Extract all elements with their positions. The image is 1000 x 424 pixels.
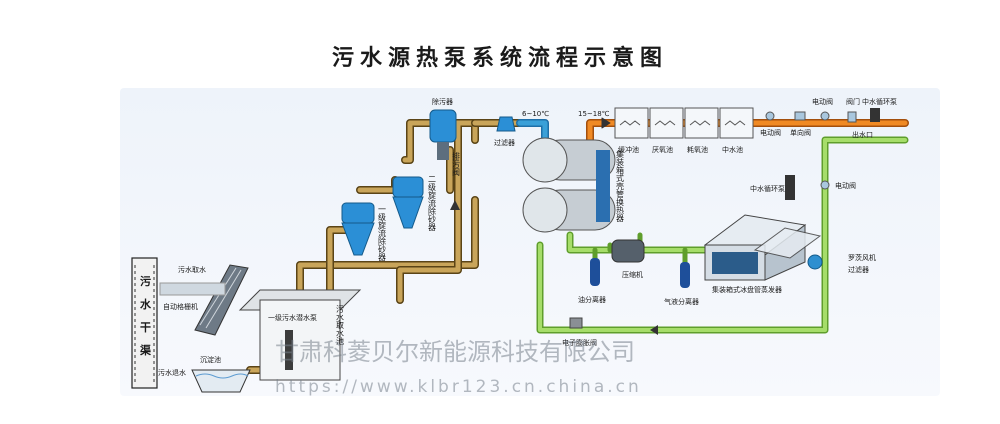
temp-out-label: 15~18℃	[578, 110, 610, 118]
diagram-title: 污水源热泵系统流程示意图	[331, 46, 668, 71]
expansion-valve-icon	[569, 317, 583, 329]
pit-label: 污水取水池	[336, 304, 345, 345]
evaporator-label: 集装箱式冰盘管蒸发器	[712, 285, 782, 294]
water-pipe-in	[516, 119, 549, 144]
channel-char-2: 水	[140, 297, 152, 311]
aerobic-tank-label: 耗氧池	[687, 145, 708, 154]
electric-valve-side-label: 电动阀	[835, 181, 856, 190]
auto-grille-label: 自动格栅机	[163, 302, 198, 311]
gate-valve-icon	[847, 111, 857, 123]
sewage-channel: 污 水 干 渠	[131, 257, 158, 389]
auto-grille-machine	[159, 264, 249, 336]
electric-valve-icon	[765, 111, 775, 121]
shell-tube-heat-exchanger	[522, 137, 616, 233]
gas-liquid-sep-label: 气液分离器	[664, 297, 699, 306]
roots-fan-label: 罗茨风机	[848, 253, 876, 262]
cyclone-separator-1	[341, 202, 375, 256]
sewage-intake-label: 污水取水	[178, 265, 206, 274]
settling-tank-label: 沉淀池	[200, 355, 221, 364]
treatment-tanks	[614, 107, 754, 139]
electric-valve-top-icon	[820, 111, 830, 121]
filter-1	[496, 116, 516, 132]
electric-valve-top-label: 电动阀	[812, 97, 833, 106]
company-watermark: 甘肃科菱贝尔新能源科技有限公司	[275, 338, 635, 366]
heat-exchanger-label: 集装箱式壳管换热器	[616, 149, 625, 223]
temp-in-label: 6~10℃	[522, 110, 549, 118]
check-valve-icon	[794, 111, 806, 121]
sewage-return-label: 污水退水	[158, 368, 186, 377]
cyclone-separator-2	[392, 176, 424, 229]
compressor	[611, 239, 645, 263]
settling-tank	[191, 369, 251, 393]
gas-liquid-separator-icon	[680, 262, 690, 288]
oil-sep-label: 油分离器	[578, 295, 606, 304]
buffer-tank-label: 缓冲池	[618, 145, 639, 154]
mid-pump-label: 中水循环泵	[750, 184, 785, 193]
filter2-label: 过滤器	[848, 265, 869, 274]
sep1-label: 一级旋流除砂器	[378, 205, 387, 262]
oil-separator-icon	[590, 258, 600, 286]
sep2-label: 二级旋流除砂器	[428, 175, 437, 232]
roots-fan-icon	[807, 254, 823, 270]
decontaminator	[429, 109, 457, 160]
decontaminator-label: 除污器	[432, 97, 453, 106]
channel-char-3: 干	[140, 321, 151, 334]
pump1-label: 一级污水潜水泵	[268, 313, 317, 322]
middle-tank-label: 中水池	[722, 145, 743, 154]
coil-evaporator	[703, 214, 822, 281]
valve-label: 阀门	[846, 97, 860, 106]
electric-valve-label: 电动阀	[760, 128, 781, 137]
filter1-label: 过滤器	[494, 138, 515, 147]
drain-valve-label: 排污阀	[452, 151, 461, 177]
expansion-valve-label: 电子膨胀阀	[562, 338, 597, 347]
compressor-label: 压缩机	[622, 270, 643, 279]
mid-pump-top-label: 中水循环泵	[862, 97, 897, 106]
check-valve-label: 单向阀	[790, 128, 811, 137]
channel-char-1: 污	[140, 274, 151, 288]
outlet-label: 出水口	[852, 130, 873, 139]
sewage-pit	[238, 289, 362, 381]
url-watermark: https://www.klbr123.cn.china.cn	[275, 377, 642, 397]
electric-valve-side-icon	[820, 180, 830, 190]
mid-pump-icon	[785, 175, 795, 200]
anoxic-tank-label: 厌氧池	[652, 145, 673, 154]
channel-char-4: 渠	[140, 343, 152, 357]
mid-pump-top-icon	[870, 108, 880, 122]
